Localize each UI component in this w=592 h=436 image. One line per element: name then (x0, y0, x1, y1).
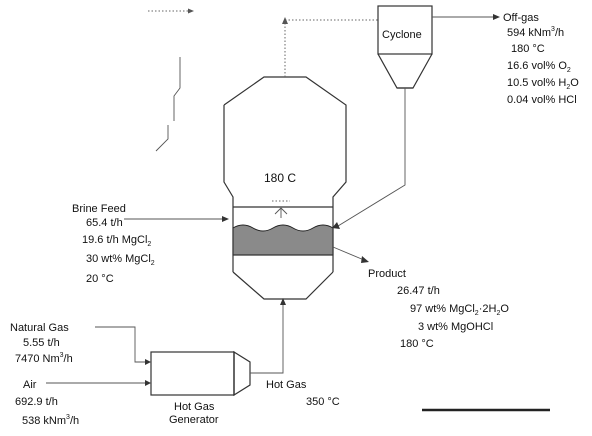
hot-gas-labels: Hot Gas 350 °C (266, 379, 340, 408)
offgas-hcl: 0.04 vol% HCl (507, 94, 577, 106)
natural-gas-labels: Natural Gas 5.55 t/h 7470 Nm3/h (10, 322, 73, 365)
cyclone-unit: Cyclone (377, 5, 433, 89)
brine-feed-title: Brine Feed (72, 203, 126, 215)
hot-gas-temp: 350 °C (306, 396, 340, 408)
cyclone-label: Cyclone (382, 29, 422, 41)
offgas-o2: 16.6 vol% O2 (507, 60, 571, 74)
product-flow: 26.47 t/h (397, 285, 440, 297)
offgas-flow: 594 kNm3/h (507, 26, 564, 39)
natural-gas-flow: 5.55 t/h (23, 337, 60, 349)
hot-gas-line (250, 298, 286, 374)
hot-gas-title: Hot Gas (266, 379, 307, 391)
air-line (46, 380, 151, 386)
air-title: Air (23, 379, 37, 391)
brine-feed-mgcl2-wt: 30 wt% MgCl2 (86, 253, 155, 267)
natural-gas-line (95, 326, 151, 365)
offgas-h2o: 10.5 vol% H2O (507, 77, 579, 91)
hot-gas-generator: Hot Gas Generator (150, 350, 251, 426)
product-temp: 180 °C (400, 338, 434, 350)
product-line (332, 246, 369, 263)
cyclone-return-line (332, 88, 406, 229)
brine-feed-temp: 20 °C (86, 273, 114, 285)
spray-dryer-vessel: 180 C (223, 76, 347, 300)
air-flow: 692.9 t/h (15, 396, 58, 408)
offgas-temp: 180 °C (511, 43, 545, 55)
natural-gas-volume: 7470 Nm3/h (15, 352, 73, 365)
spray-nozzle (274, 207, 288, 218)
product-composition-1: 97 wt% MgCl2·2H2O (410, 303, 509, 317)
product-labels: Product 26.47 t/h 97 wt% MgCl2·2H2O 3 wt… (368, 268, 509, 350)
hot-gas-generator-label-2: Generator (169, 414, 219, 426)
air-volume: 538 kNm3/h (22, 414, 79, 427)
reactor-temperature: 180 C (264, 171, 296, 185)
offgas-line (432, 14, 500, 20)
fluid-bed (232, 224, 334, 256)
brine-feed-line (124, 216, 229, 222)
natural-gas-title: Natural Gas (10, 322, 69, 334)
brine-feed-labels: Brine Feed 65.4 t/h 19.6 t/h MgCl2 30 wt… (72, 203, 155, 285)
air-labels: Air 692.9 t/h 538 kNm3/h (15, 379, 79, 427)
offgas-title: Off-gas (503, 12, 539, 24)
offgas-labels: Off-gas 594 kNm3/h 180 °C 16.6 vol% O2 1… (503, 12, 579, 106)
brine-feed-flow: 65.4 t/h (86, 217, 123, 229)
decorative-strokes (155, 57, 181, 152)
product-composition-2: 3 wt% MgOHCl (418, 321, 493, 333)
brine-feed-mgcl2-flow: 19.6 t/h MgCl2 (82, 234, 151, 248)
gas-to-cyclone-line (282, 17, 378, 77)
product-title: Product (368, 268, 406, 280)
legend-dotted-arrow (148, 8, 194, 14)
hot-gas-generator-label-1: Hot Gas (174, 401, 215, 413)
